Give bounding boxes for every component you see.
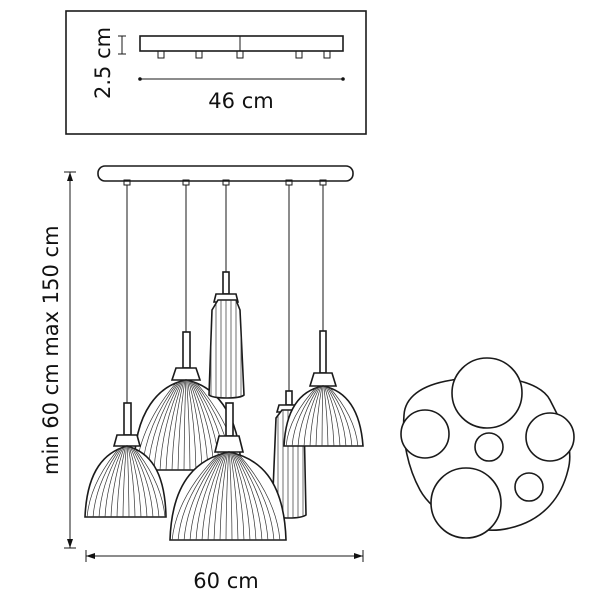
canopy (97, 165, 354, 182)
width-label: 60 cm (193, 569, 258, 593)
pendant-shade-bell-left (84, 402, 167, 518)
pendant-shade-tall-center (208, 271, 245, 399)
inset-height-dimension (118, 35, 126, 55)
canopy-side-view (139, 35, 344, 59)
pendant-shade-front (169, 402, 287, 541)
height-dimension (64, 171, 76, 549)
height-label: min 60 cm max 150 cm (39, 225, 63, 475)
inset-width-label: 46 cm (208, 89, 273, 113)
shade-top-disc-4 (474, 432, 504, 462)
shade-top-disc-6 (430, 467, 502, 539)
shade-top-disc-3 (525, 412, 575, 462)
pendant-shade-bell-right (283, 330, 364, 447)
canopy-top-outline (402, 376, 571, 531)
shade-top-disc-5 (514, 472, 544, 502)
inset-frame (65, 10, 367, 135)
top-view (400, 357, 575, 539)
width-dimension (85, 550, 364, 562)
shade-top-disc-2 (400, 409, 450, 459)
shade-top-disc-1 (451, 357, 523, 429)
pendant-shade-dome (133, 331, 242, 471)
suspension-cords (126, 185, 324, 404)
inset-height-label: 2.5 cm (91, 27, 115, 99)
